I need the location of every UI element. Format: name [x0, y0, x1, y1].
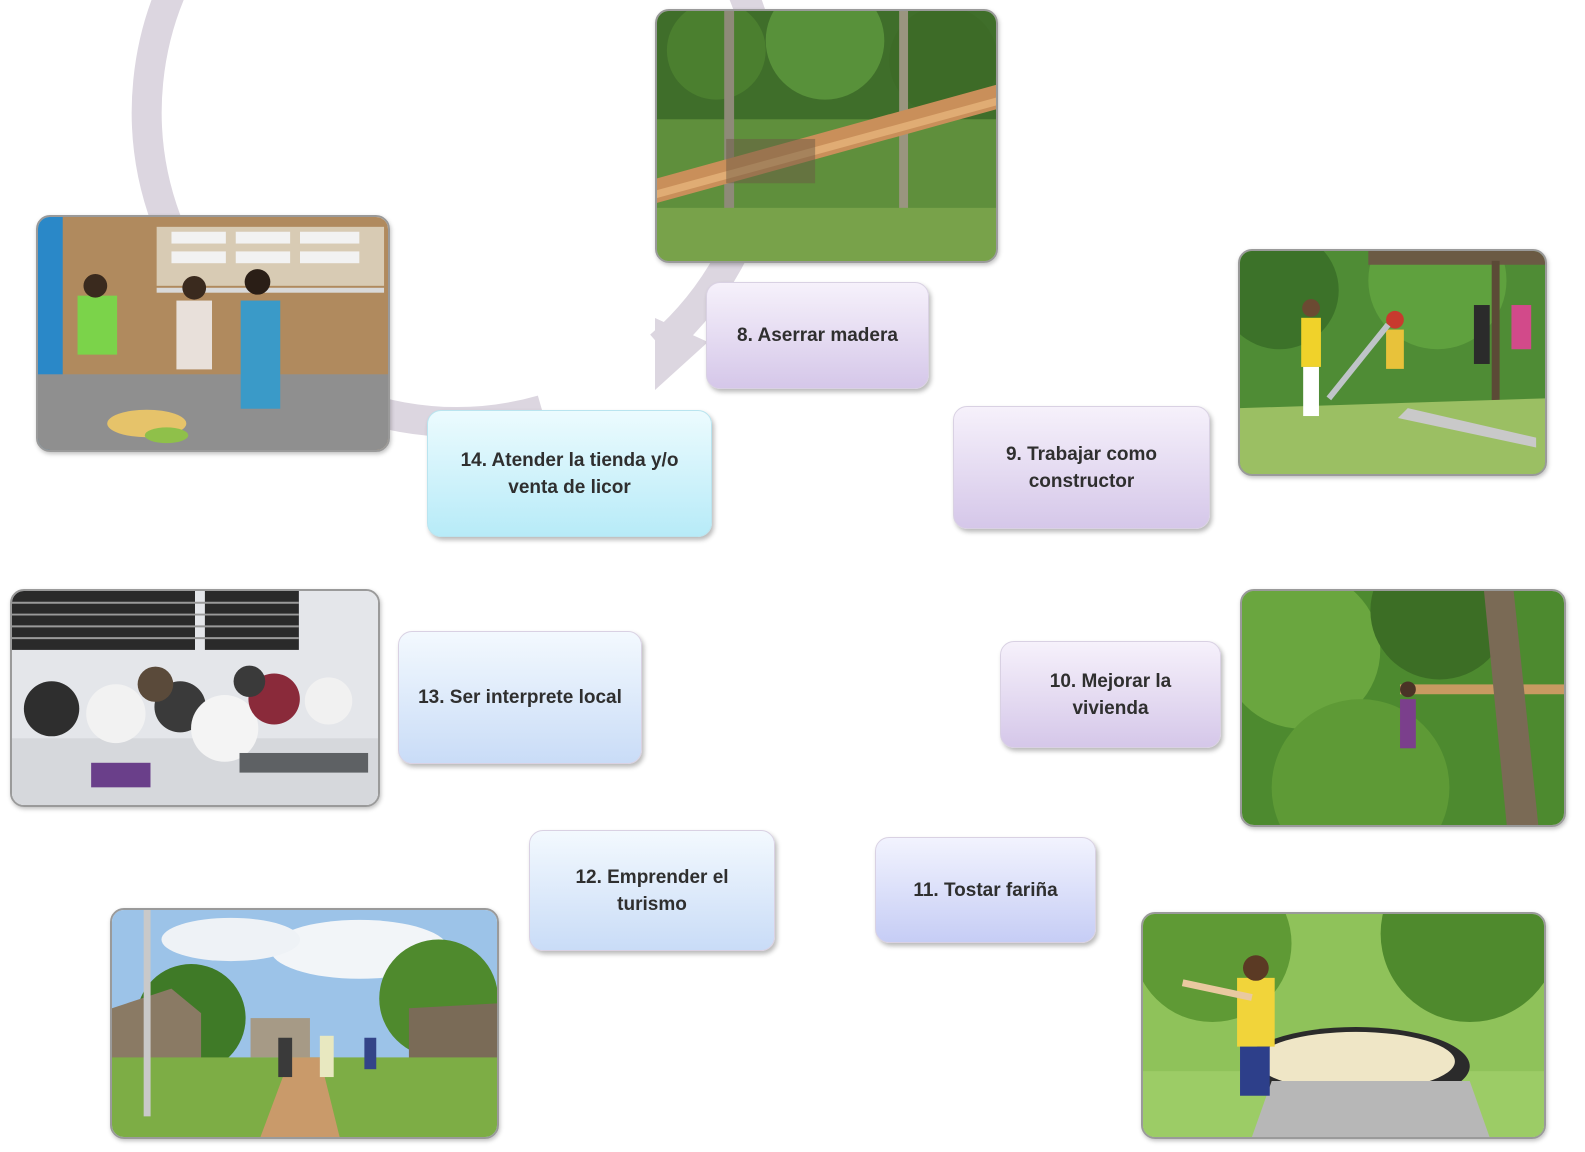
- step-label: 11. Tostar fariña: [913, 879, 1058, 901]
- photo-construction-workers: [1238, 249, 1547, 476]
- photo-village-tourism: [110, 908, 499, 1139]
- step-label: 14. Atender la tienda y/o venta de licor: [460, 449, 679, 498]
- step-9-trabajar-constructor: 9. Trabajar como constructor: [953, 406, 1210, 529]
- photo-community-meeting: [10, 589, 380, 807]
- step-11-tostar-farina: 11. Tostar fariña: [875, 837, 1096, 943]
- step-12-emprender-turismo: 12. Emprender el turismo: [529, 830, 775, 951]
- step-10-mejorar-vivienda: 10. Mejorar la vivienda: [1000, 641, 1221, 748]
- step-8-aserrar-madera: 8. Aserrar madera: [706, 282, 929, 389]
- step-label: 9. Trabajar como constructor: [1005, 443, 1157, 492]
- step-14-atender-tienda: 14. Atender la tienda y/o venta de licor: [427, 410, 712, 537]
- photo-house-improvement: [1240, 589, 1566, 827]
- step-label: 13. Ser interprete local: [418, 687, 622, 708]
- cycle-arrow-head: [655, 318, 708, 390]
- step-label: 10. Mejorar la vivienda: [1049, 670, 1172, 719]
- step-label: 8. Aserrar madera: [737, 325, 898, 346]
- step-13-interprete-local: 13. Ser interprete local: [398, 631, 642, 764]
- photo-toasting-farina: [1141, 912, 1546, 1139]
- step-label: 12. Emprender el turismo: [575, 866, 729, 915]
- photo-family-shop: [36, 215, 390, 452]
- photo-sawn-lumber: [655, 9, 998, 263]
